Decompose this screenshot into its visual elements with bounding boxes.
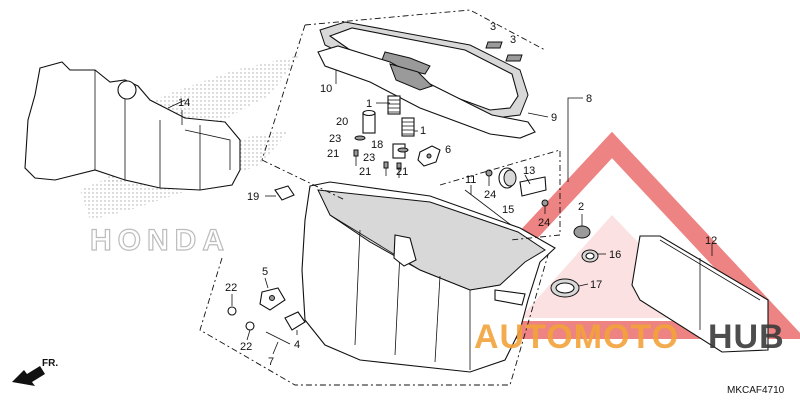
callout-21: 21 (359, 166, 371, 178)
part-13-spring (519, 176, 547, 197)
honda-logo-text: HONDA (90, 224, 230, 257)
callout-12: 12 (705, 235, 717, 247)
part-11-rod (464, 189, 516, 229)
assembly-outline (199, 9, 561, 386)
watermark-brand: AUTOMOTO HUB (474, 318, 785, 356)
part-4-plate (284, 311, 306, 331)
callout-23: 23 (363, 152, 375, 164)
part-22-screw (227, 306, 255, 331)
watermark-brand-left: AUTOMOTO (474, 318, 679, 356)
leader-lines (181, 70, 713, 355)
callout-21: 21 (396, 166, 408, 178)
callout-15: 15 (502, 204, 514, 216)
callout-13: 13 (523, 165, 535, 177)
part-2-grommet (573, 225, 591, 239)
callout-24: 24 (538, 217, 550, 229)
part-15-cap (498, 167, 517, 189)
callout-8: 8 (586, 93, 592, 105)
part-9-lid (319, 21, 529, 119)
part-23-washer (354, 135, 409, 153)
callout-11: 11 (465, 174, 476, 186)
part-3-sticker (485, 41, 523, 62)
part-12-side-panel (631, 235, 769, 353)
callout-1: 1 (366, 98, 372, 110)
callout-2: 2 (578, 201, 584, 213)
callout-3: 3 (490, 21, 496, 33)
callout-14: 14 (178, 97, 190, 109)
figure-code: MKCAF4710 (727, 385, 785, 396)
part-14-inner-panel (24, 61, 241, 191)
part-5-latch (259, 287, 286, 311)
callout-5: 5 (262, 266, 268, 278)
part-8-saddlebag-body (301, 181, 556, 373)
part-6-bracket (417, 145, 441, 167)
part-17-cushion (550, 278, 580, 298)
part-7-spring (265, 331, 291, 345)
front-direction-arrow: FR. (12, 358, 58, 386)
part-21-screw (353, 149, 402, 178)
callout-labels: 14 3 3 8 9 10 1 1 20 23 23 18 21 21 21 6… (178, 21, 717, 368)
callout-19: 19 (247, 191, 259, 203)
part-24-screw (485, 169, 549, 214)
callout-17: 17 (590, 279, 602, 291)
callout-10: 10 (320, 83, 332, 95)
callout-22: 22 (225, 282, 237, 294)
callout-3: 3 (510, 34, 516, 46)
callout-16: 16 (609, 249, 621, 261)
callout-22: 22 (240, 341, 252, 353)
callout-9: 9 (551, 112, 557, 124)
part-20-collar (362, 109, 376, 134)
part-1-spring (387, 95, 415, 137)
callout-20: 20 (336, 116, 348, 128)
part-19-clip (274, 185, 295, 201)
part-10-lid-base (317, 45, 536, 139)
callout-6: 6 (445, 144, 451, 156)
callout-23: 23 (329, 133, 341, 145)
callout-7: 7 (268, 356, 274, 368)
callout-21: 21 (327, 148, 339, 160)
part-16-grommet (581, 249, 599, 263)
callout-4: 4 (294, 339, 300, 351)
callout-24: 24 (484, 189, 496, 201)
direction-label: FR. (42, 358, 58, 369)
watermark-brand-right: HUB (708, 318, 785, 356)
callout-18: 18 (371, 139, 383, 151)
callout-1: 1 (420, 125, 426, 137)
